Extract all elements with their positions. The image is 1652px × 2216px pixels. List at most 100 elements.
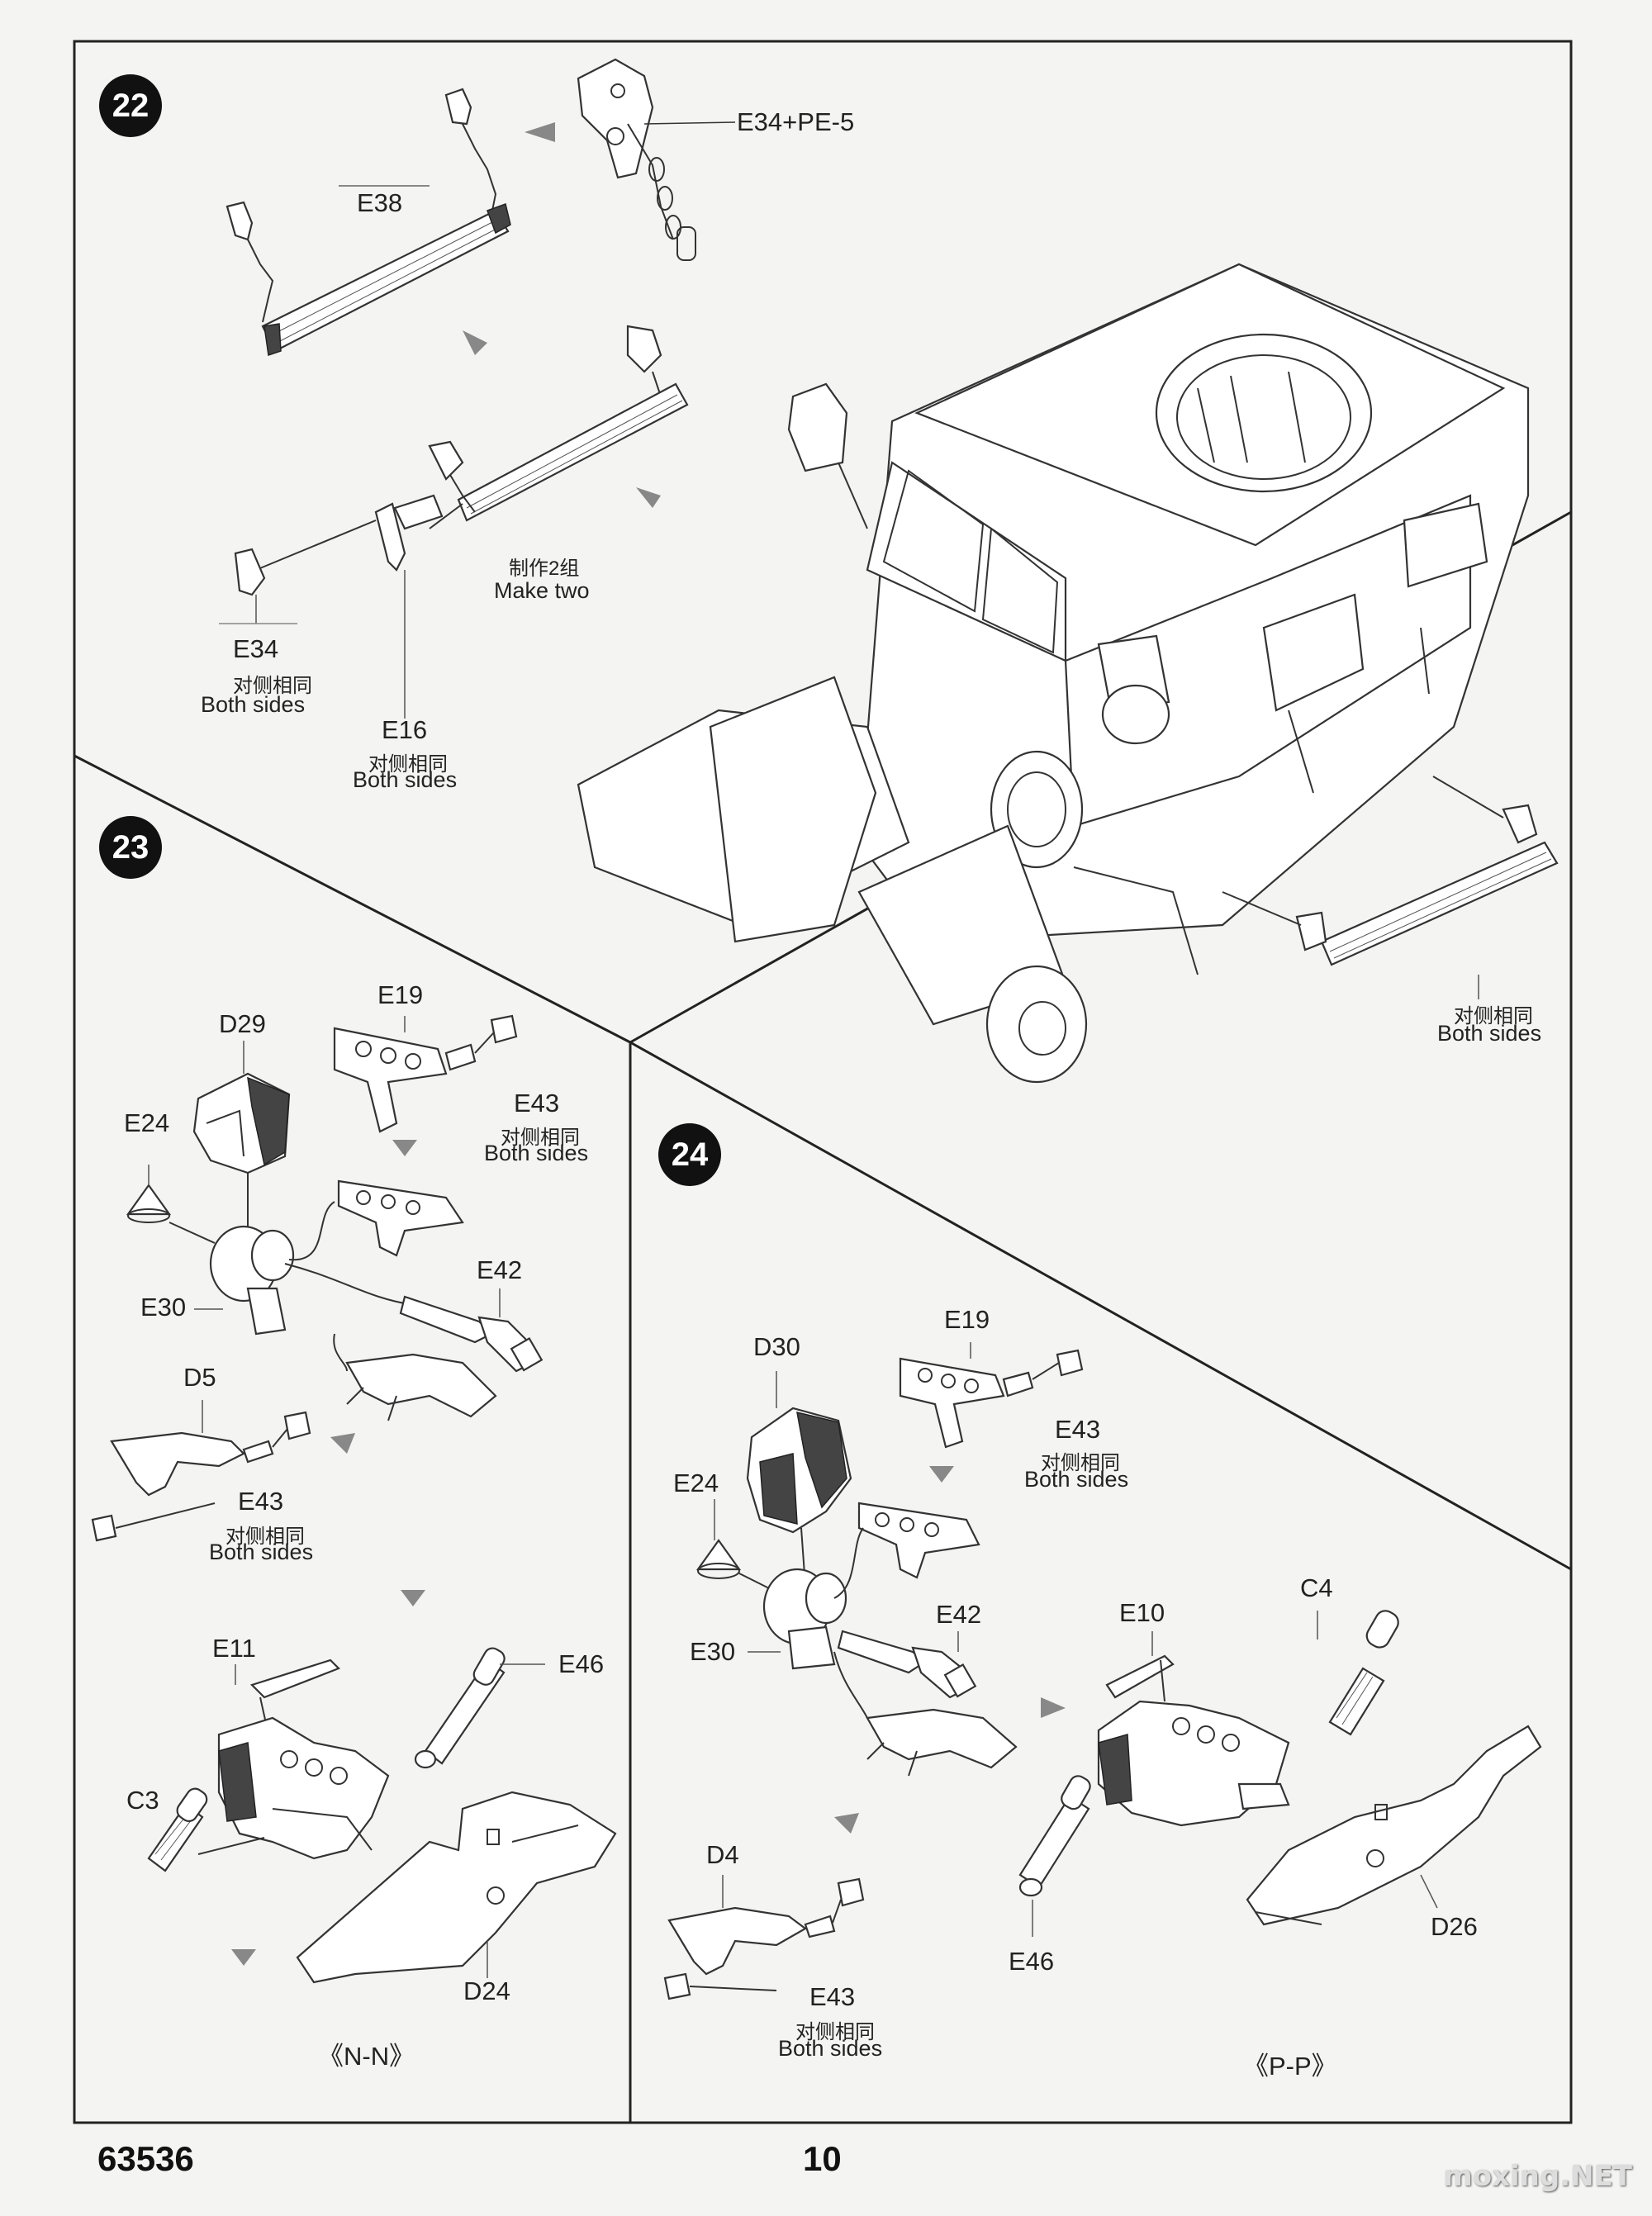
label-e43b-s24: E43 — [809, 1982, 856, 2011]
part-c4 — [1317, 1610, 1399, 1736]
label-e43a-s23-en: Both sides — [484, 1141, 589, 1165]
step-number-24: 24 — [658, 1123, 721, 1186]
part-d26 — [1246, 1725, 1542, 1926]
bracket-e34-pe5 — [577, 58, 736, 261]
step-number-23: 23 — [99, 816, 162, 879]
part-e46-s24 — [1018, 1775, 1091, 1937]
flow-arrow-9 — [1041, 1697, 1066, 1718]
part-e24-s23 — [126, 1165, 216, 1244]
label-e46-s23: E46 — [558, 1649, 605, 1678]
label-e43a-s24-en: Both sides — [1024, 1467, 1129, 1492]
outer-border — [73, 40, 1573, 2124]
label-d4: D4 — [706, 1840, 739, 1869]
label-e43b-s23-cn: 对侧相同 — [225, 1526, 305, 1548]
flow-arrow-2 — [463, 330, 487, 355]
label-d5: D5 — [183, 1363, 216, 1392]
lower-arm-s24 — [833, 1651, 1018, 1777]
divider-step24 — [629, 1041, 1572, 1571]
label-e10: E10 — [1119, 1598, 1165, 1627]
label-e42-s24: E42 — [936, 1600, 982, 1629]
label-c4: C4 — [1300, 1573, 1333, 1602]
label-e43a-s24-cn: 对侧相同 — [1041, 1452, 1120, 1474]
flow-arrow-5 — [330, 1433, 355, 1454]
part-e30-s24 — [748, 1568, 847, 1670]
label-e34-pe5: E34+PE-5 — [737, 107, 855, 136]
assembly-pp — [1097, 1700, 1290, 1827]
flow-arrow-10 — [834, 1813, 859, 1834]
part-e19-s24 — [899, 1342, 1084, 1449]
label-e43a-s23: E43 — [514, 1089, 560, 1117]
label-e38: E38 — [357, 188, 403, 217]
label-d30: D30 — [753, 1332, 800, 1361]
label-e43a-s23-cn: 对侧相同 — [501, 1127, 580, 1149]
divider-step22 — [74, 754, 631, 1044]
label-c3: C3 — [126, 1786, 159, 1815]
label-e34-sides-en: Both sides — [201, 692, 306, 717]
label-e34: E34 — [233, 634, 279, 663]
vehicle-hull — [577, 263, 1530, 1084]
part-d29 — [192, 1041, 291, 1231]
vehicle-side-ladder — [1222, 776, 1559, 999]
label-e46-s24: E46 — [1009, 1947, 1055, 1976]
label-e16: E16 — [382, 715, 428, 744]
ladder-e38 — [261, 203, 511, 356]
ladder-e16-assembly — [219, 325, 689, 719]
part-e24-s24 — [695, 1499, 773, 1591]
part-e46-s23 — [414, 1647, 545, 1769]
part-e42-s23 — [399, 1288, 544, 1373]
label-e24-s24: E24 — [673, 1469, 719, 1497]
part-d4 — [663, 1875, 865, 2000]
part-e10 — [1105, 1631, 1175, 1702]
label-vehicle-sides-en: Both sides — [1437, 1021, 1542, 1046]
label-e43b-s24-cn: 对侧相同 — [795, 2021, 875, 2043]
flow-arrow-3 — [636, 487, 661, 508]
label-d29: D29 — [219, 1009, 266, 1038]
label-e11: E11 — [212, 1634, 256, 1663]
part-e19-s23 — [333, 1014, 518, 1133]
label-make-two-en: Make two — [494, 578, 590, 603]
flow-arrow-7 — [231, 1949, 256, 1966]
label-e19-s23: E19 — [377, 980, 424, 1009]
part-e30-s23 — [194, 1225, 295, 1336]
label-e30-s24: E30 — [690, 1637, 736, 1666]
label-make-two-cn: 制作2组 — [509, 558, 580, 580]
part-d30 — [746, 1371, 852, 1587]
label-e16-sides-en: Both sides — [353, 767, 458, 792]
part-d24 — [296, 1791, 617, 1984]
assembly-nn — [217, 1716, 390, 1860]
flow-arrow-8 — [929, 1466, 954, 1483]
upper-arm-s23 — [284, 1179, 464, 1306]
flow-arrow-4 — [392, 1140, 417, 1156]
label-e16-sides-cn: 对侧相同 — [368, 753, 448, 776]
label-view-pp: 《P-P》 — [1243, 2052, 1337, 2081]
part-e42-s24 — [837, 1630, 977, 1699]
upper-arm-s24 — [833, 1502, 980, 1599]
flow-arrow-1 — [525, 122, 555, 142]
label-e30-s23: E30 — [140, 1293, 187, 1322]
label-e43b-s24-en: Both sides — [778, 2036, 883, 2061]
watermark: moxing.NET — [1443, 2160, 1632, 2193]
label-e43b-s23: E43 — [238, 1487, 284, 1516]
flow-arrow-6 — [401, 1590, 425, 1606]
label-e24-s23: E24 — [124, 1108, 170, 1137]
step-number-22: 22 — [99, 74, 162, 137]
part-c3 — [147, 1787, 265, 1872]
hook-upper — [225, 88, 497, 323]
kit-number: 63536 — [97, 2139, 194, 2178]
label-d26: D26 — [1431, 1912, 1478, 1941]
label-vehicle-sides-cn: 对侧相同 — [1454, 1005, 1533, 1027]
label-e43a-s24: E43 — [1055, 1415, 1101, 1444]
label-view-nn: 《N-N》 — [318, 2042, 415, 2071]
label-e43b-s23-en: Both sides — [209, 1540, 314, 1564]
label-d24: D24 — [463, 1976, 510, 2005]
part-d5 — [91, 1400, 311, 1542]
page-number: 10 — [803, 2139, 842, 2178]
label-e19-s24: E19 — [944, 1305, 990, 1334]
label-e34-sides-cn: 对侧相同 — [233, 675, 312, 697]
label-e42-s23: E42 — [477, 1255, 523, 1284]
lower-arm-s23 — [333, 1333, 497, 1421]
